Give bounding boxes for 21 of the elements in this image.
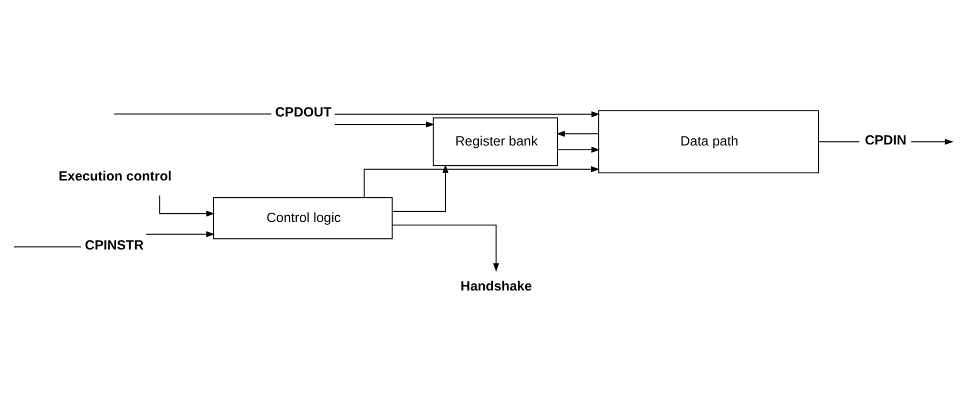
arrow (159, 194, 215, 216)
node-box: Data path (598, 110, 819, 173)
node-box: Control logic (213, 196, 393, 239)
arrow (392, 224, 500, 272)
arrow (146, 230, 215, 237)
arrow (334, 110, 600, 117)
arrow (364, 166, 600, 198)
arrow (334, 121, 435, 128)
node-text: Execution control (58, 168, 172, 184)
arrow (910, 138, 954, 144)
connector (14, 246, 82, 247)
connector (818, 140, 860, 142)
node-text: CPDOUT (275, 104, 332, 120)
arrow (556, 130, 600, 136)
node-text: CPDIN (864, 132, 906, 147)
node-box: Register bank (432, 116, 558, 166)
node-text: CPINSTR (84, 236, 144, 252)
arrow (392, 164, 448, 212)
connector (114, 113, 272, 114)
arrow (557, 146, 600, 152)
node-text: Handshake (460, 278, 532, 294)
